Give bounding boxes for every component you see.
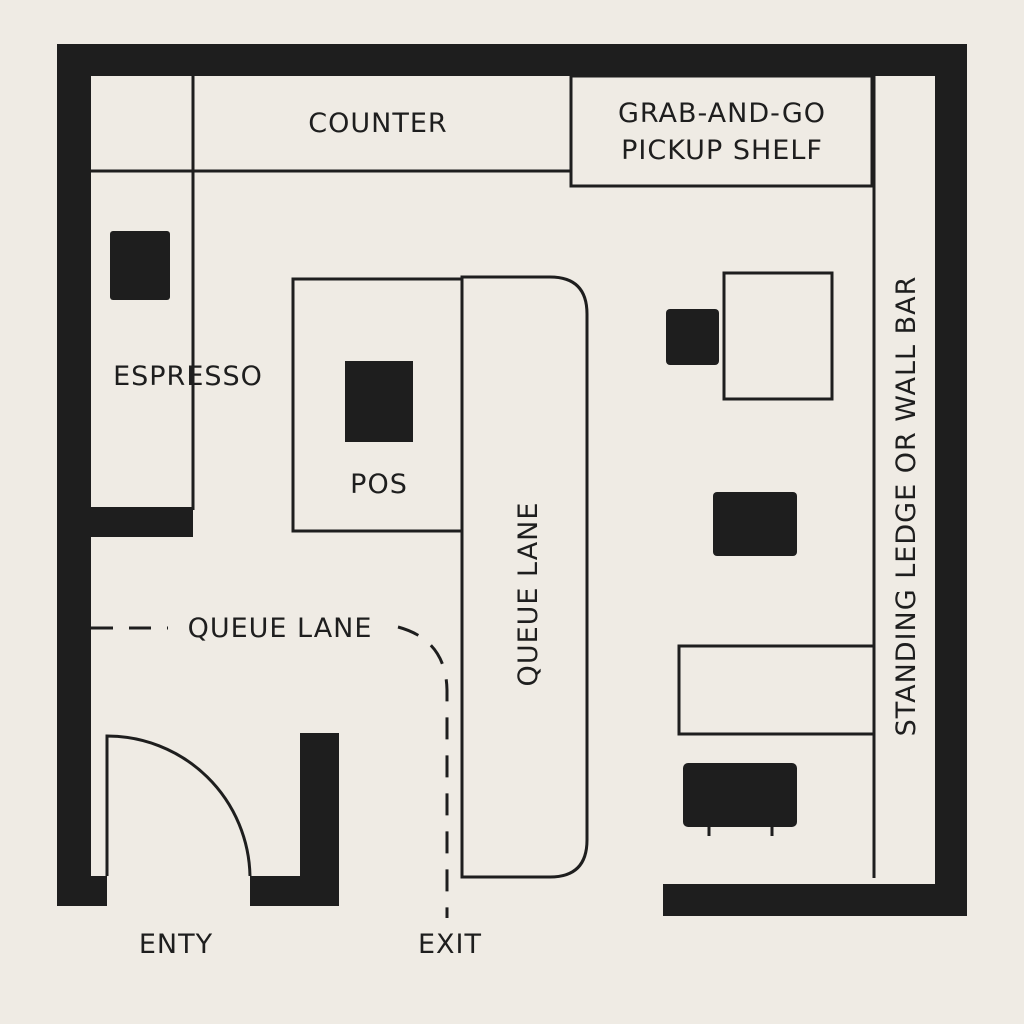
queue-path-curve — [397, 625, 449, 918]
pos-label: POS — [350, 469, 408, 500]
exit-label: EXIT — [418, 929, 482, 960]
wall-bottom-left-stub — [57, 876, 107, 906]
queue-path-dashed — [91, 625, 449, 918]
counter-label: COUNTER — [308, 108, 447, 139]
standing-ledge-label: STANDING LEDGE OR WALL BAR — [891, 276, 922, 737]
queue-lane-vertical-label: QUEUE LANE — [513, 502, 544, 687]
bench-lower — [677, 644, 876, 736]
stool-middle — [713, 492, 797, 556]
table-top — [722, 271, 834, 401]
wall-left — [57, 44, 91, 906]
counter-area — [91, 74, 874, 188]
espresso-machine — [110, 231, 170, 300]
wall-espresso-stub — [91, 507, 193, 537]
espresso-station — [110, 171, 195, 510]
wall-bottom-right — [663, 884, 967, 916]
entry-door-swing — [105, 734, 252, 877]
outer-walls — [57, 44, 967, 916]
pos-station — [291, 277, 464, 533]
queue-lane-vertical — [460, 275, 589, 879]
grab-and-go-shelf — [569, 74, 874, 188]
wall-right — [935, 44, 967, 916]
bench-seat-bottom — [683, 763, 797, 827]
seating-area — [666, 271, 876, 836]
chair-top — [666, 309, 719, 365]
grab-and-go-label-line1: GRAB-AND-GO — [618, 98, 826, 129]
queue-lane-horizontal-label: QUEUE LANE — [188, 613, 373, 644]
wall-door-bottom — [250, 876, 339, 906]
pos-terminal — [345, 361, 413, 442]
espresso-label: ESPRESSO — [113, 361, 263, 392]
wall-top — [57, 44, 967, 76]
grab-and-go-label-line2: PICKUP SHELF — [621, 135, 823, 166]
entry-label: ENTY — [139, 929, 213, 960]
